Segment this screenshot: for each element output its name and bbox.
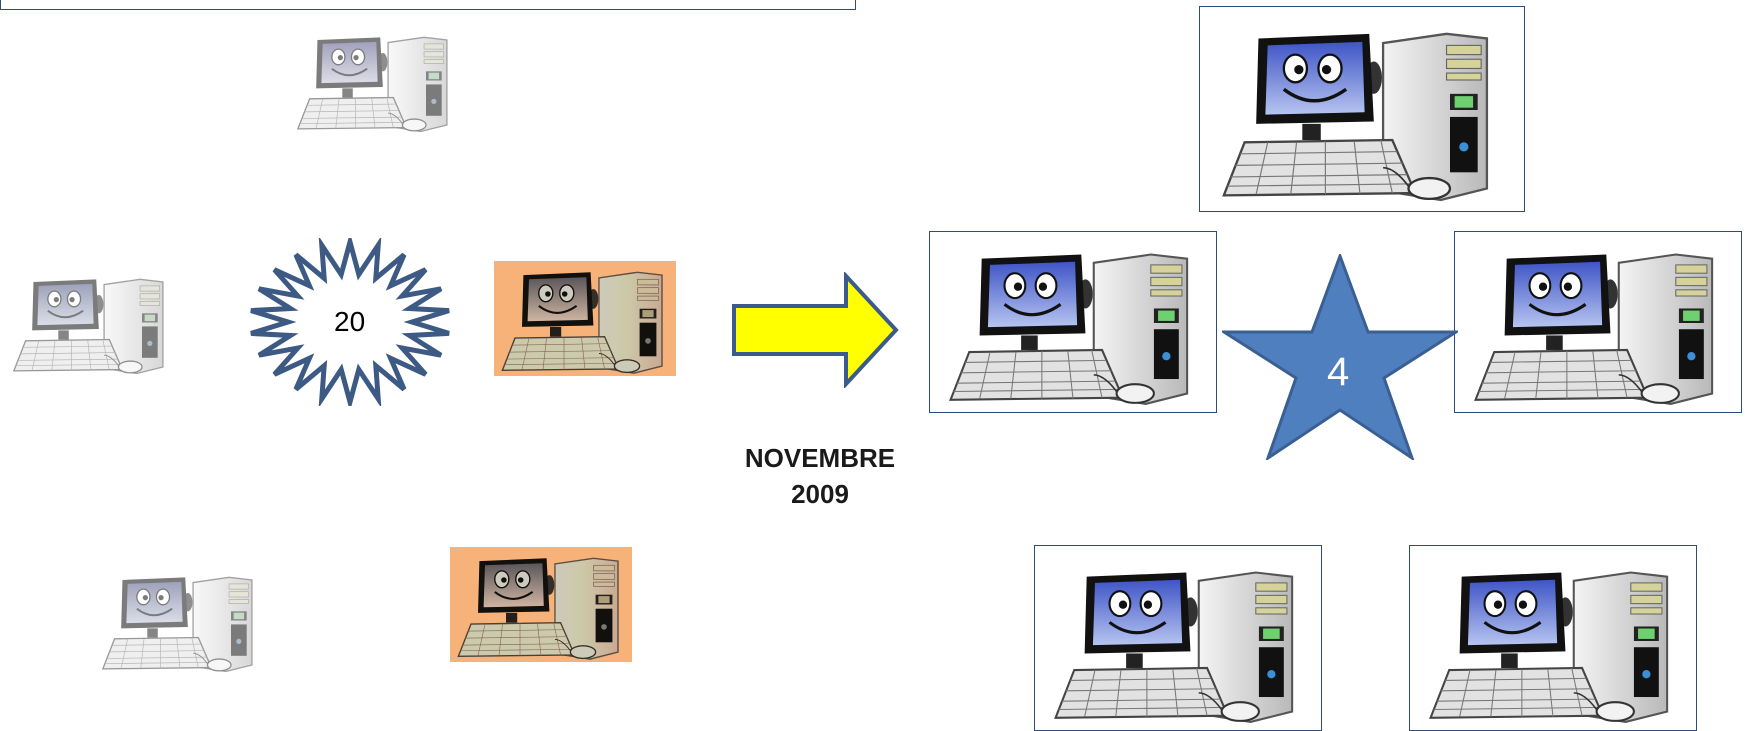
computer-frame-bottom-left [1034,545,1322,731]
arrow-right-icon [730,272,900,388]
computer-frame-left [929,231,1217,413]
date-month: NOVEMBRE [690,440,950,476]
computer-icon-orange-bottom [450,547,632,662]
computer-icon-orange-middle [494,261,676,376]
burst-number: 20 [334,306,365,338]
computer-frame-top [1199,6,1525,212]
computer-icon-faded-bottom [95,568,265,673]
computer-frame-bottom-right [1409,545,1697,731]
top-text-box [0,0,856,10]
date-label: NOVEMBRE 2009 [690,440,950,512]
computer-icon-faded-left [6,270,176,375]
date-year: 2009 [690,476,950,512]
computer-frame-right [1454,231,1742,413]
star-number: 4 [1327,350,1349,395]
computer-icon-faded-top [290,28,460,133]
